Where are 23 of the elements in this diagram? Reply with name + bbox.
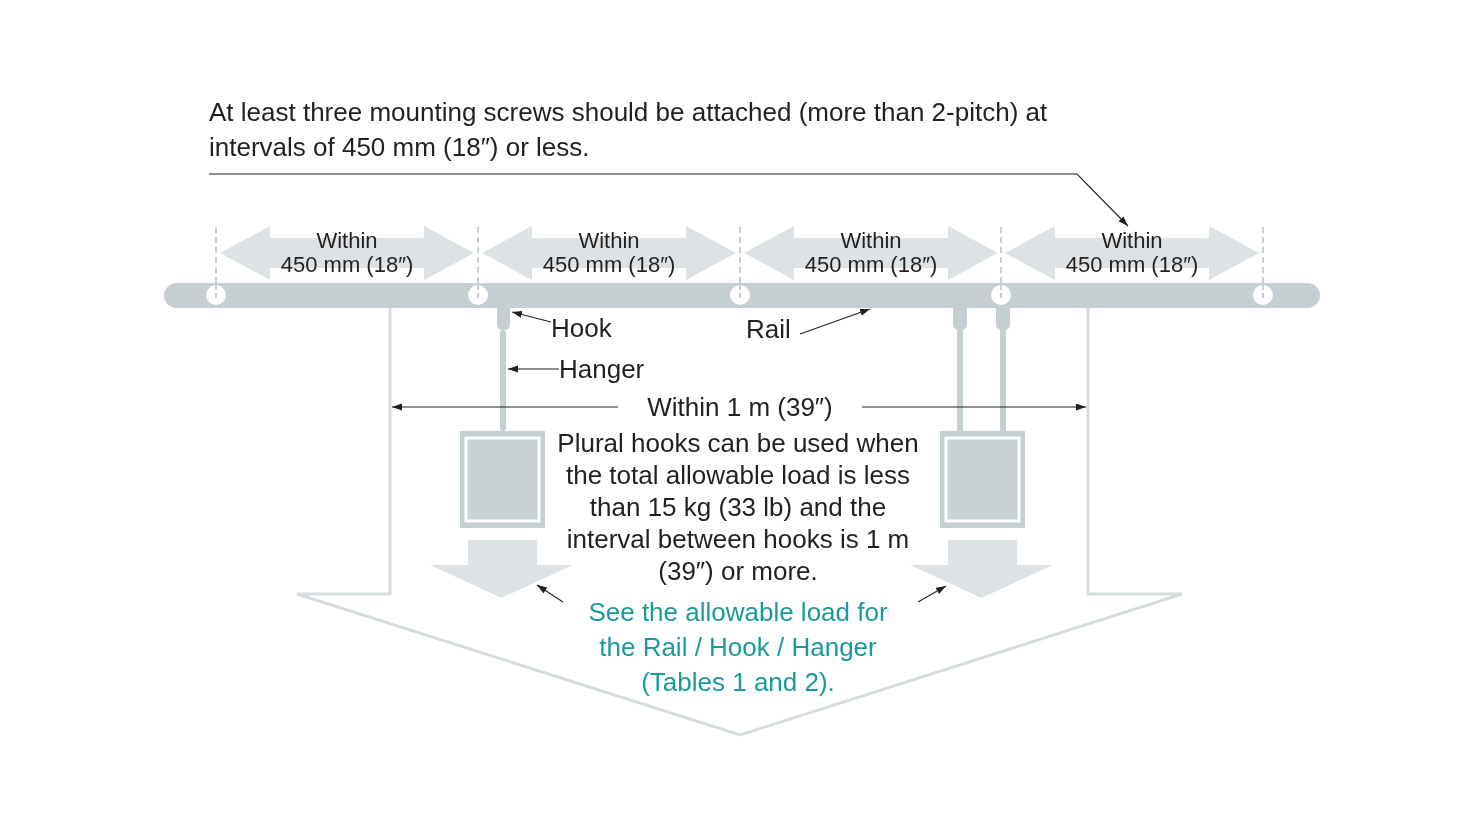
leader-line bbox=[917, 585, 947, 603]
dimension-arrow bbox=[220, 226, 474, 280]
part-label: Rail bbox=[746, 312, 800, 346]
note-text: See the allowable load for the Rail / Hook / Hanger (Tables 1 and 2). bbox=[577, 595, 899, 701]
load-arrow bbox=[910, 540, 1053, 598]
leader-line bbox=[536, 584, 564, 603]
dimension-label: Within 1 m (39″) bbox=[646, 391, 834, 424]
dimension-label: Within 450 mm (18″) bbox=[279, 229, 415, 277]
dimension-arrow bbox=[1005, 226, 1259, 280]
note-text: At least three mounting screws should be attached (more than 2-pitch) at intervals of 450 mm (18″) or less. bbox=[209, 95, 1089, 174]
leader-line bbox=[799, 308, 871, 335]
leader-line bbox=[507, 365, 560, 373]
leader-line bbox=[208, 173, 1129, 227]
part-label: Hanger bbox=[559, 352, 659, 386]
part-label: Hook bbox=[551, 311, 626, 345]
dimension-arrow bbox=[744, 226, 998, 280]
dimension-label: Within 450 mm (18″) bbox=[541, 229, 677, 277]
leader-line bbox=[511, 311, 552, 323]
note-text: Plural hooks can be used when the total allowable load is less than 15 kg (33 lb) and the interval between hooks is 1 m (39″) or more. bbox=[556, 427, 920, 587]
dimension-arrow bbox=[482, 226, 736, 280]
dimension-label: Within 450 mm (18″) bbox=[803, 229, 939, 277]
dimension-label: Within 450 mm (18″) bbox=[1064, 229, 1200, 277]
hook-part bbox=[497, 308, 510, 330]
